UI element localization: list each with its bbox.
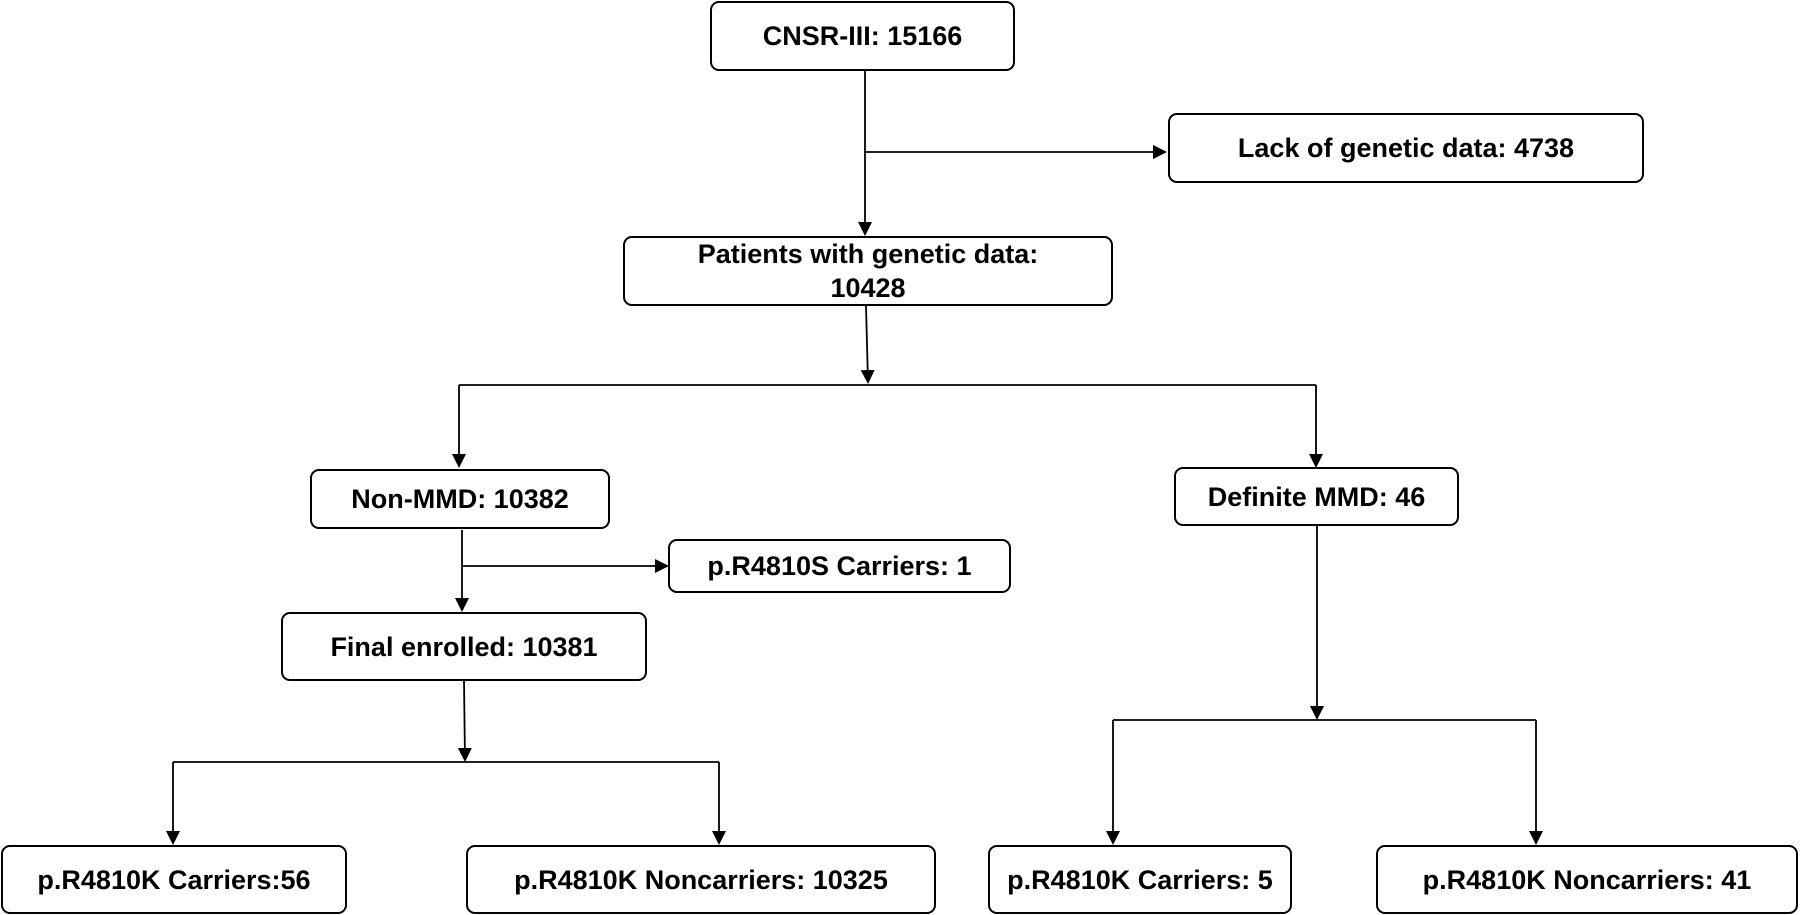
node-nonmmd-r4810k-noncarriers-label: p.R4810K Noncarriers: 10325 [514,864,888,895]
node-mmd-r4810k-carriers: p.R4810K Carriers: 5 [988,845,1292,914]
node-lack-genetic-data-label: Lack of genetic data: 4738 [1237,133,1575,163]
node-patients-with-genetic-data-label: Patients with genetic data: 10428 [698,237,1039,305]
node-patients-with-genetic-data-line2: 10428 [830,273,906,303]
node-nonmmd-r4810k-carriers: p.R4810K Carriers:56 [1,845,347,914]
node-non-mmd-label: Non-MMD: 10382 [351,484,569,514]
node-final-enrolled: Final enrolled: 10381 [281,612,647,681]
node-r4810s-carriers-label: p.R4810S Carriers: 1 [707,551,972,581]
connector-genetic-to-split [860,305,875,384]
node-r4810s-carriers: p.R4810S Carriers: 1 [668,539,1011,593]
node-final-enrolled-label: Final enrolled: 10381 [330,631,598,662]
node-cnsr-iii-label: CNSR-III: 15166 [762,21,963,51]
node-patients-with-genetic-data-line1: Patients with genetic data: [697,239,1039,269]
node-nonmmd-r4810k-noncarriers: p.R4810K Noncarriers: 10325 [466,845,936,914]
node-mmd-r4810k-carriers-label: p.R4810K Carriers: 5 [1007,864,1273,895]
node-patients-with-genetic-data: Patients with genetic data: 10428 [623,236,1113,306]
node-lack-genetic-data: Lack of genetic data: 4738 [1168,113,1644,183]
node-definite-mmd-label: Definite MMD: 46 [1207,481,1426,512]
node-mmd-r4810k-noncarriers: p.R4810K Noncarriers: 41 [1376,845,1798,914]
connector-final-to-split [457,680,472,762]
node-cnsr-iii: CNSR-III: 15166 [710,1,1015,71]
node-nonmmd-r4810k-carriers-label: p.R4810K Carriers:56 [37,864,311,895]
node-non-mmd: Non-MMD: 10382 [310,469,610,529]
node-mmd-r4810k-noncarriers-label: p.R4810K Noncarriers: 41 [1422,864,1752,895]
node-definite-mmd: Definite MMD: 46 [1174,467,1459,526]
